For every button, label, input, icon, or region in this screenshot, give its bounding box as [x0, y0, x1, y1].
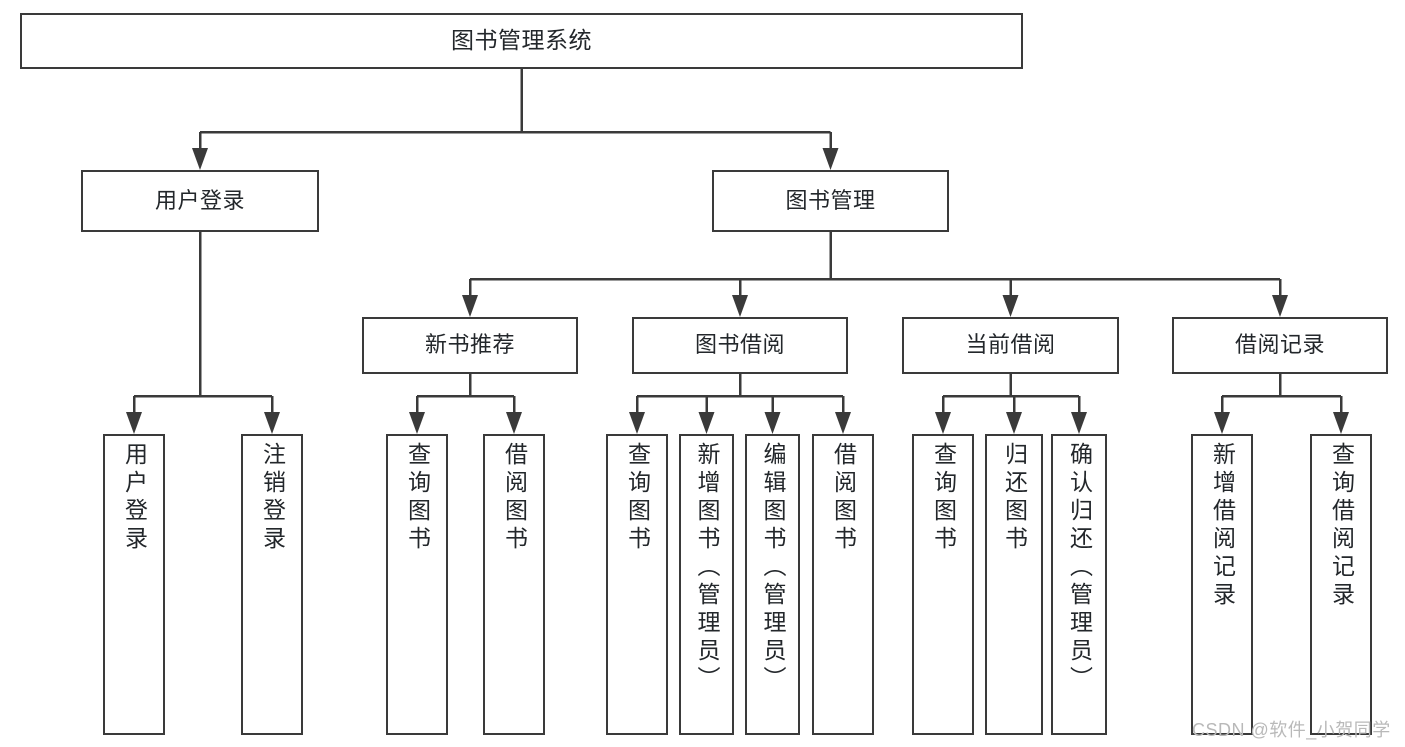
node-leaf-br-edit[interactable]: 编辑图书（管理员） [745, 434, 800, 735]
node-label: 借阅记录 [1234, 332, 1325, 358]
node-label: 用户登录 [121, 442, 148, 554]
node-leaf-br-query[interactable]: 查询图书 [606, 434, 668, 735]
node-label: 查询图书 [404, 442, 431, 554]
node-root[interactable]: 图书管理系统 [20, 13, 1023, 69]
node-label: 借阅图书 [830, 442, 857, 554]
node-leaf-new-query[interactable]: 查询图书 [386, 434, 448, 735]
node-l3-new[interactable]: 新书推荐 [362, 317, 578, 374]
node-l2-book[interactable]: 图书管理 [712, 170, 949, 232]
node-label: 查询借阅记录 [1328, 442, 1355, 610]
node-l2-user[interactable]: 用户登录 [81, 170, 319, 232]
node-leaf-rec-add[interactable]: 新增借阅记录 [1191, 434, 1253, 735]
node-leaf-user-login[interactable]: 用户登录 [103, 434, 165, 735]
node-leaf-user-logout[interactable]: 注销登录 [241, 434, 303, 735]
csdn-watermark: CSDN @软件_小贺同学 [1192, 720, 1391, 740]
node-label: 当前借阅 [965, 332, 1056, 358]
node-leaf-cur-query[interactable]: 查询图书 [912, 434, 974, 735]
node-label: 图书借阅 [694, 332, 785, 358]
node-label: 用户登录 [154, 187, 245, 213]
node-label: 确认归还（管理员） [1066, 442, 1093, 694]
node-leaf-rec-query[interactable]: 查询借阅记录 [1310, 434, 1372, 735]
node-label: 图书管理系统 [451, 27, 592, 54]
node-leaf-br-add[interactable]: 新增图书（管理员） [679, 434, 734, 735]
node-label: 借阅图书 [501, 442, 528, 554]
node-leaf-new-borrow[interactable]: 借阅图书 [483, 434, 545, 735]
node-label: 编辑图书（管理员） [760, 442, 786, 694]
node-leaf-cur-confirm[interactable]: 确认归还（管理员） [1051, 434, 1107, 735]
node-l3-record[interactable]: 借阅记录 [1172, 317, 1388, 374]
node-label: 查询图书 [930, 442, 957, 554]
node-l3-borrow[interactable]: 图书借阅 [632, 317, 848, 374]
node-label: 新增借阅记录 [1209, 442, 1236, 610]
node-label: 查询图书 [624, 442, 651, 554]
node-label: 图书管理 [785, 187, 876, 213]
node-label: 注销登录 [259, 442, 286, 554]
node-label: 新增图书（管理员） [694, 442, 720, 694]
node-label: 归还图书 [1001, 442, 1028, 554]
node-l3-current[interactable]: 当前借阅 [902, 317, 1119, 374]
node-leaf-cur-return[interactable]: 归还图书 [985, 434, 1043, 735]
node-leaf-br-borrow[interactable]: 借阅图书 [812, 434, 874, 735]
node-label: 新书推荐 [424, 332, 515, 358]
